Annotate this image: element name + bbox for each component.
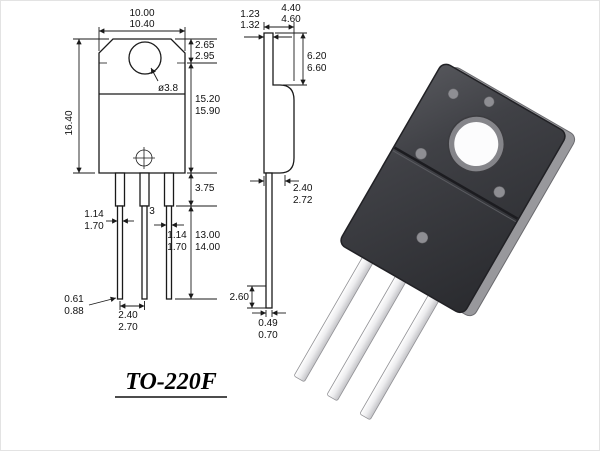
- package-body-3d: [340, 63, 566, 314]
- dim-body-depth-max: 4.60: [281, 14, 301, 25]
- dim-top-width-max: 10.40: [129, 19, 154, 30]
- lead-count-label: 3: [149, 206, 155, 217]
- dim-tab-thickness-min: 1.23: [240, 9, 260, 20]
- front-dimension-text: 10.00 10.40 2.65 2.95 ø3.8 16.40 15.20 1…: [64, 8, 220, 333]
- lead-3: [360, 291, 441, 420]
- lead-2: [327, 272, 408, 401]
- dim-lead-width-right-min: 1.14: [167, 230, 187, 241]
- dim-upper-height-max: 6.60: [307, 63, 327, 74]
- front-leads: [114, 172, 175, 300]
- figure-caption: TO-220F: [115, 369, 227, 398]
- dim-step-min: 2.65: [195, 40, 215, 51]
- dim-lead-length-max: 14.00: [195, 242, 220, 253]
- dim-lead-thickness-max: 0.88: [64, 306, 84, 317]
- side-dimension-text: 1.23 1.32 4.40 4.60 6.20 6.60 2.40 2.72 …: [230, 3, 327, 341]
- package-step-line: [393, 146, 519, 220]
- front-package-outline: [98, 38, 186, 300]
- dim-total-height: 16.40: [64, 110, 75, 135]
- dim-lead-thickness-min: 0.61: [64, 294, 84, 305]
- dim-lead-width-left-max: 1.70: [84, 221, 104, 232]
- dim-tab-thickness-max: 1.32: [240, 20, 260, 31]
- dim-lead-tip-offset: 2.60: [230, 292, 250, 303]
- dim-step-max: 2.95: [195, 51, 215, 62]
- front-dimension-lines: [73, 27, 217, 310]
- dim-hole-diameter: ø3.8: [158, 83, 178, 94]
- lead-1: [294, 253, 375, 382]
- package-name-label: TO-220F: [125, 369, 217, 395]
- mounting-hole-3d: [454, 122, 499, 167]
- dim-body-bottom-max: 2.72: [293, 195, 313, 206]
- package-3d-leads: [294, 253, 441, 420]
- dim-lead-width-left-min: 1.14: [84, 209, 104, 220]
- dim-top-width-min: 10.00: [129, 8, 154, 19]
- dim-lead-length-min: 13.00: [195, 230, 220, 241]
- dim-body-height-min: 15.20: [195, 94, 220, 105]
- dim-lead-pitch-min: 2.40: [118, 310, 138, 321]
- dim-upper-height-min: 6.20: [307, 51, 327, 62]
- dim-lead-width-right-max: 1.70: [167, 242, 187, 253]
- side-view: 1.23 1.32 4.40 4.60 6.20 6.60 2.40 2.72 …: [230, 3, 327, 341]
- ejector-pin-marks: [415, 88, 506, 244]
- package-3d-photo: [294, 63, 576, 420]
- front-pin-mark: [133, 147, 155, 169]
- dim-lead-pitch-max: 2.70: [118, 322, 138, 333]
- front-view: 10.00 10.40 2.65 2.95 ø3.8 16.40 15.20 1…: [64, 8, 220, 333]
- side-lead: [265, 172, 273, 309]
- dim-side-lead-thickness-min: 0.49: [258, 318, 278, 329]
- side-dimension-lines: [244, 22, 307, 317]
- package-step-highlight: [392, 150, 516, 223]
- dim-shoulder-length: 3.75: [195, 183, 215, 194]
- mounting-hole: [128, 41, 162, 75]
- dim-side-lead-thickness-max: 0.70: [258, 330, 278, 341]
- dim-body-depth-min: 4.40: [281, 3, 301, 14]
- dim-body-height-max: 15.90: [195, 106, 220, 117]
- dim-body-bottom-min: 2.40: [293, 183, 313, 194]
- side-package-outline: [263, 32, 295, 309]
